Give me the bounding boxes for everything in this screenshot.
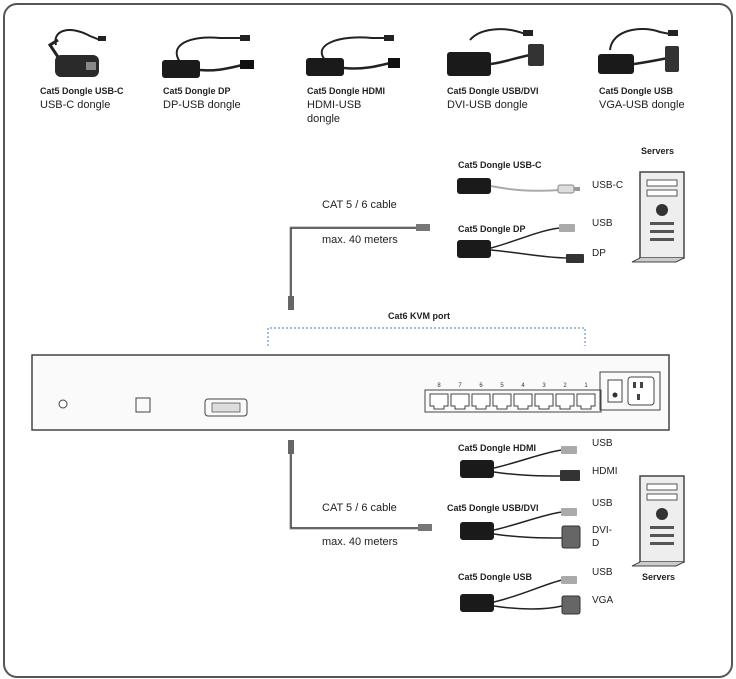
kvm-port-bracket [268,328,585,346]
top-dongle-1-name: Cat5 Dongle DP [163,86,231,96]
lower-servers-label: Servers [642,572,675,582]
upper-distance-label: max. 40 meters [322,233,398,247]
top-dongle-dp-image [162,35,254,78]
lower-dongle-usb-dvi-image [460,508,580,548]
lower-dongle-1-port-1: DVI- D [592,524,612,550]
top-dongle-1-desc: DP-USB dongle [163,98,241,112]
top-dongle-usb-vga-image [598,29,679,74]
upper-server-tower [632,172,684,262]
top-dongle-hdmi-image [306,35,400,76]
lower-dongle-2-name: Cat5 Dongle USB [458,572,532,582]
top-dongle-4-desc: VGA-USB dongle [599,98,685,112]
lower-dongle-1-name: Cat5 Dongle USB/DVI [447,503,539,513]
upper-dongle-1-name: Cat5 Dongle DP [458,224,526,234]
lower-dongle-0-name: Cat5 Dongle HDMI [458,443,536,453]
lower-dongle-2-port-1: VGA [592,595,613,606]
top-dongle-3-desc: DVI-USB dongle [447,98,528,112]
upper-cable-label: CAT 5 / 6 cable [322,198,397,212]
top-dongle-2-name: Cat5 Dongle HDMI [307,86,385,96]
upper-dongle-0-name: Cat5 Dongle USB-C [458,160,542,170]
top-dongle-usb-dvi-image [447,29,544,76]
upper-dongle-1-port-1: DP [592,248,606,259]
lower-dongle-0-port-1: HDMI [592,466,618,477]
lower-distance-label: max. 40 meters [322,535,398,549]
top-dongle-4-name: Cat5 Dongle USB [599,86,673,96]
top-dongle-2-desc: HDMI-USB dongle [307,98,375,126]
upper-servers-label: Servers [641,146,674,156]
kvm-port-label: Cat6 KVM port [388,311,450,321]
upper-dongle-0-port-0: USB-C [592,180,623,191]
top-dongle-0-desc: USB-C dongle [40,98,110,112]
upper-dongle-usb-c-image [457,178,580,194]
top-dongle-3-name: Cat5 Dongle USB/DVI [447,86,539,96]
lower-dongle-0-port-0: USB [592,438,613,449]
lower-server-tower [632,476,684,566]
top-dongle-usb-c-image [50,30,106,77]
kvm-switch-body [32,355,669,430]
lower-cable-label: CAT 5 / 6 cable [322,501,397,515]
lower-dongle-2-port-0: USB [592,567,613,578]
upper-dongle-1-port-0: USB [592,218,613,229]
lower-cat-cable [288,440,432,531]
top-dongle-0-name: Cat5 Dongle USB-C [40,86,124,96]
lower-dongle-1-port-0: USB [592,498,613,509]
